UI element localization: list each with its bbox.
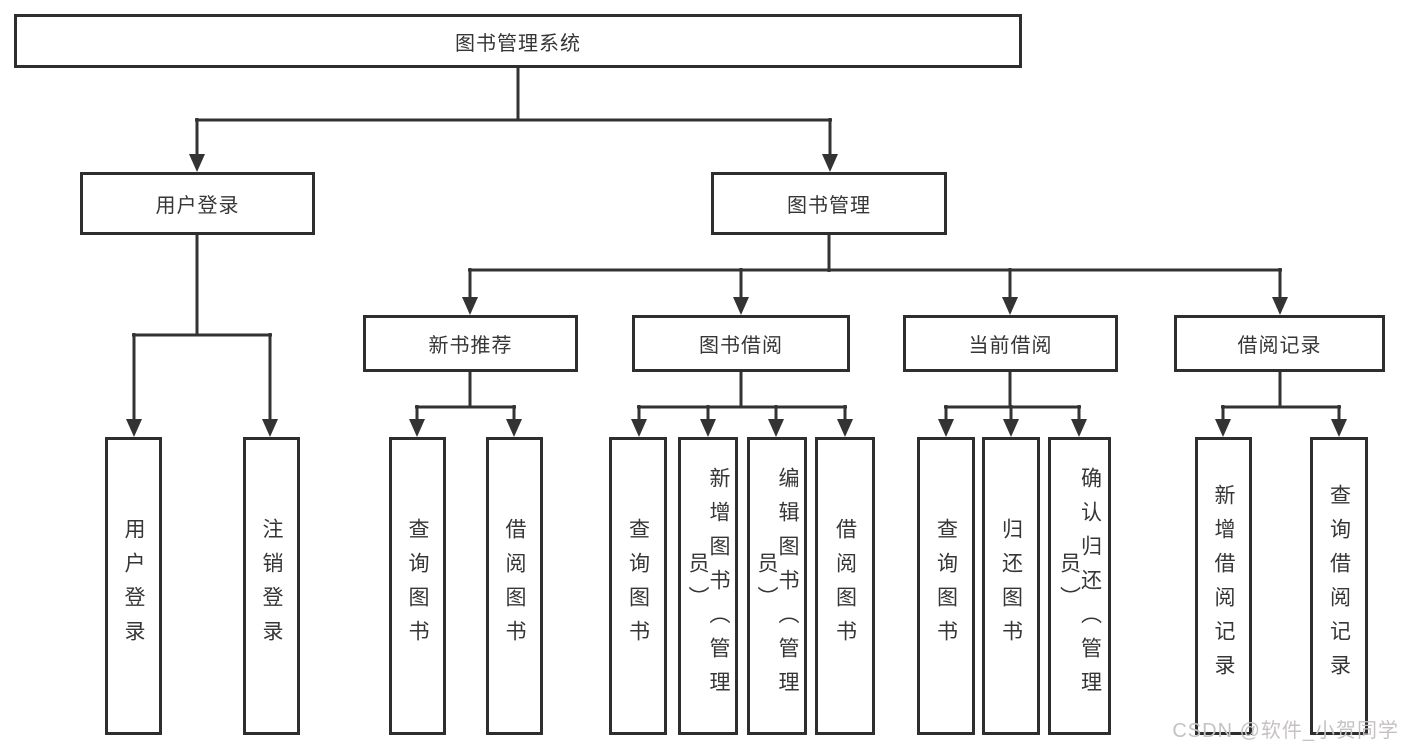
leaf-logout: 注销登录 bbox=[243, 437, 300, 735]
node-label: 用户登录 bbox=[122, 518, 145, 654]
node-label: 确认归还（管理员） bbox=[1057, 467, 1102, 705]
leaf-add-borrow-record: 新增借阅记录 bbox=[1195, 437, 1252, 735]
leaf-borrow-books-recommend: 借阅图书 bbox=[486, 437, 543, 735]
connector-root-to-level2 bbox=[189, 68, 838, 172]
node-label: 借阅记录 bbox=[1237, 335, 1322, 357]
node-book-borrow: 图书借阅 bbox=[632, 315, 850, 372]
connector-new-book-branch bbox=[409, 372, 522, 437]
node-label: 注销登录 bbox=[260, 518, 283, 654]
connector-book-borrow-branch bbox=[631, 372, 853, 437]
leaf-query-books-borrow: 查询图书 bbox=[609, 437, 667, 735]
node-new-book-recommend: 新书推荐 bbox=[363, 315, 578, 372]
leaf-borrow-books: 借阅图书 bbox=[815, 437, 875, 735]
node-label: 图书管理系统 bbox=[455, 32, 581, 55]
leaf-edit-books-admin: 编辑图书（管理员） bbox=[747, 437, 807, 735]
node-label: 当前借阅 bbox=[968, 335, 1053, 357]
leaf-query-books-recommend: 查询图书 bbox=[389, 437, 446, 735]
connector-book-management-to-level3 bbox=[462, 235, 1288, 315]
node-label: 查询图书 bbox=[406, 518, 429, 654]
connector-current-borrow-branch bbox=[938, 372, 1087, 437]
leaf-confirm-return-admin: 确认归还（管理员） bbox=[1048, 437, 1111, 735]
node-label: 查询图书 bbox=[626, 518, 650, 654]
connector-user-login-branch bbox=[126, 235, 278, 437]
node-label: 新增图书（管理员） bbox=[686, 467, 730, 705]
node-current-borrow: 当前借阅 bbox=[903, 315, 1118, 372]
leaf-query-books-current: 查询图书 bbox=[917, 437, 975, 735]
node-book-management: 图书管理 bbox=[711, 172, 947, 235]
node-label: 查询图书 bbox=[934, 518, 958, 654]
node-label: 用户登录 bbox=[155, 195, 240, 217]
node-borrow-record: 借阅记录 bbox=[1174, 315, 1385, 372]
node-label: 图书管理 bbox=[787, 195, 871, 217]
csdn-watermark: CSDN @软件_小贺同学 bbox=[1172, 720, 1399, 742]
node-label: 归还图书 bbox=[999, 518, 1023, 654]
leaf-add-books-admin: 新增图书（管理员） bbox=[678, 437, 738, 735]
node-label: 新书推荐 bbox=[428, 335, 513, 357]
node-label: 查询借阅记录 bbox=[1327, 484, 1351, 688]
node-library-management-system: 图书管理系统 bbox=[14, 14, 1022, 68]
leaf-user-login: 用户登录 bbox=[105, 437, 162, 735]
node-label: 编辑图书（管理员） bbox=[755, 467, 799, 705]
connector-borrow-record-branch bbox=[1215, 372, 1347, 437]
leaf-query-borrow-record: 查询借阅记录 bbox=[1310, 437, 1368, 735]
leaf-return-books: 归还图书 bbox=[982, 437, 1040, 735]
node-user-login: 用户登录 bbox=[80, 172, 315, 235]
node-label: 图书借阅 bbox=[699, 335, 783, 357]
node-label: 借阅图书 bbox=[503, 518, 526, 654]
node-label: 借阅图书 bbox=[833, 518, 857, 654]
node-label: 新增借阅记录 bbox=[1212, 484, 1235, 688]
